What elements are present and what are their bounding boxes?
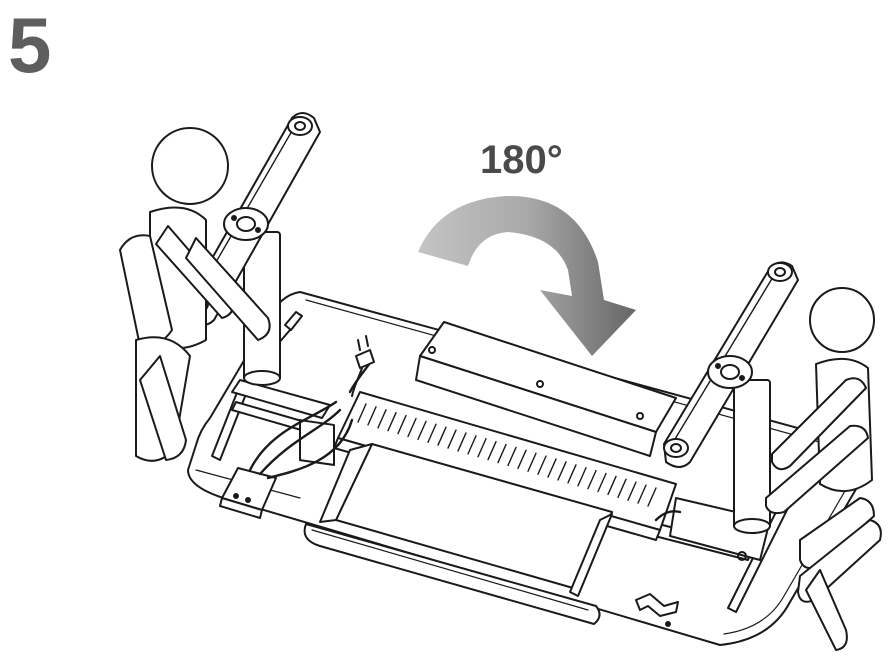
tray-slot (487, 440, 497, 461)
headphone-hook (635, 593, 679, 627)
tray-slot (537, 455, 547, 475)
tray-slot (397, 414, 407, 435)
tray-slot (497, 443, 507, 464)
tray-slot (507, 446, 517, 467)
tray-slot (517, 449, 527, 470)
hand-controller (219, 467, 277, 519)
tray-slot (527, 452, 537, 472)
tray-slot (637, 484, 647, 504)
tray-slot (357, 403, 367, 423)
tray-slot (557, 461, 567, 481)
tray-slot (467, 435, 477, 455)
tray-slot (417, 420, 427, 441)
tray-slot (377, 409, 387, 429)
tray-slot (427, 423, 437, 443)
tray-slot (597, 472, 607, 493)
tray-slot (617, 478, 627, 499)
tray-slot (437, 426, 447, 446)
right-leg (663, 261, 799, 534)
tray-slot (477, 438, 487, 458)
tray-slot (367, 406, 377, 426)
tray-slot (407, 417, 417, 438)
tray-slot (607, 475, 617, 496)
rotation-angle-label: 180° (480, 138, 563, 182)
tray-slot (577, 467, 587, 487)
person-right (765, 287, 882, 651)
tray-slot (447, 429, 457, 449)
power-plug-icon (351, 335, 375, 397)
tray-slot (627, 481, 637, 501)
tray-slot (387, 411, 397, 432)
tray-slot (647, 487, 657, 507)
left-leg-bracket (231, 379, 335, 466)
person-left (119, 127, 271, 462)
tray-slot (547, 458, 557, 478)
rotation-arrow-icon (418, 195, 636, 356)
tray-slot (587, 469, 597, 490)
tray-slot (457, 432, 467, 452)
control-box (415, 321, 677, 457)
tray-slot (567, 464, 577, 484)
drawer-tray (303, 443, 613, 625)
step-number: 5 (8, 1, 51, 89)
